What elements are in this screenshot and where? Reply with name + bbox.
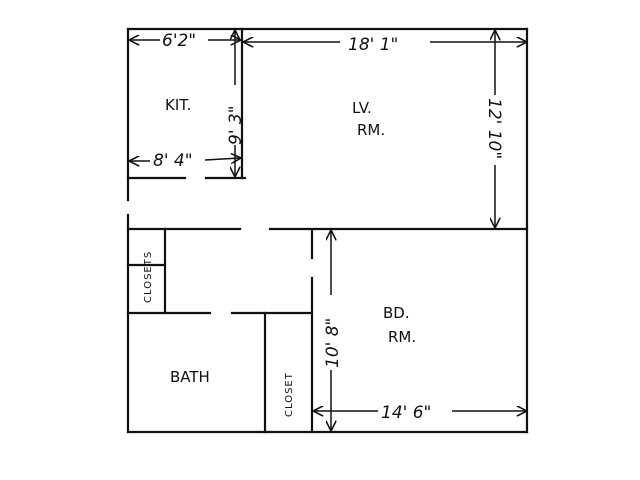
living-depth-dimension: 12' 10" — [484, 98, 504, 159]
bedroom-depth-dimension: 10' 8" — [323, 318, 343, 368]
bedroom-label-2: RM. — [388, 328, 416, 346]
bath-label: BATH — [170, 368, 210, 386]
living-room-label-1: LV. — [352, 99, 372, 117]
bedroom-width-dimension: 14' 6" — [381, 403, 431, 423]
walls — [126, 27, 529, 434]
kitchen-label: KIT. — [165, 96, 191, 114]
closet-label: CLOSET — [284, 372, 295, 417]
closets-label: CLOSETS — [143, 251, 154, 303]
kitchen-width-top-dimension: 6'2" — [162, 31, 196, 51]
kitchen-width-bottom-dimension: 8' 4" — [153, 151, 193, 171]
living-width-dimension: 18' 1" — [348, 35, 398, 55]
living-room-label-2: RM. — [357, 121, 385, 139]
kitchen-depth-dimension: 9' 3" — [226, 105, 246, 145]
dimension-lines — [130, 31, 526, 430]
bedroom-label-1: BD. — [383, 304, 410, 322]
